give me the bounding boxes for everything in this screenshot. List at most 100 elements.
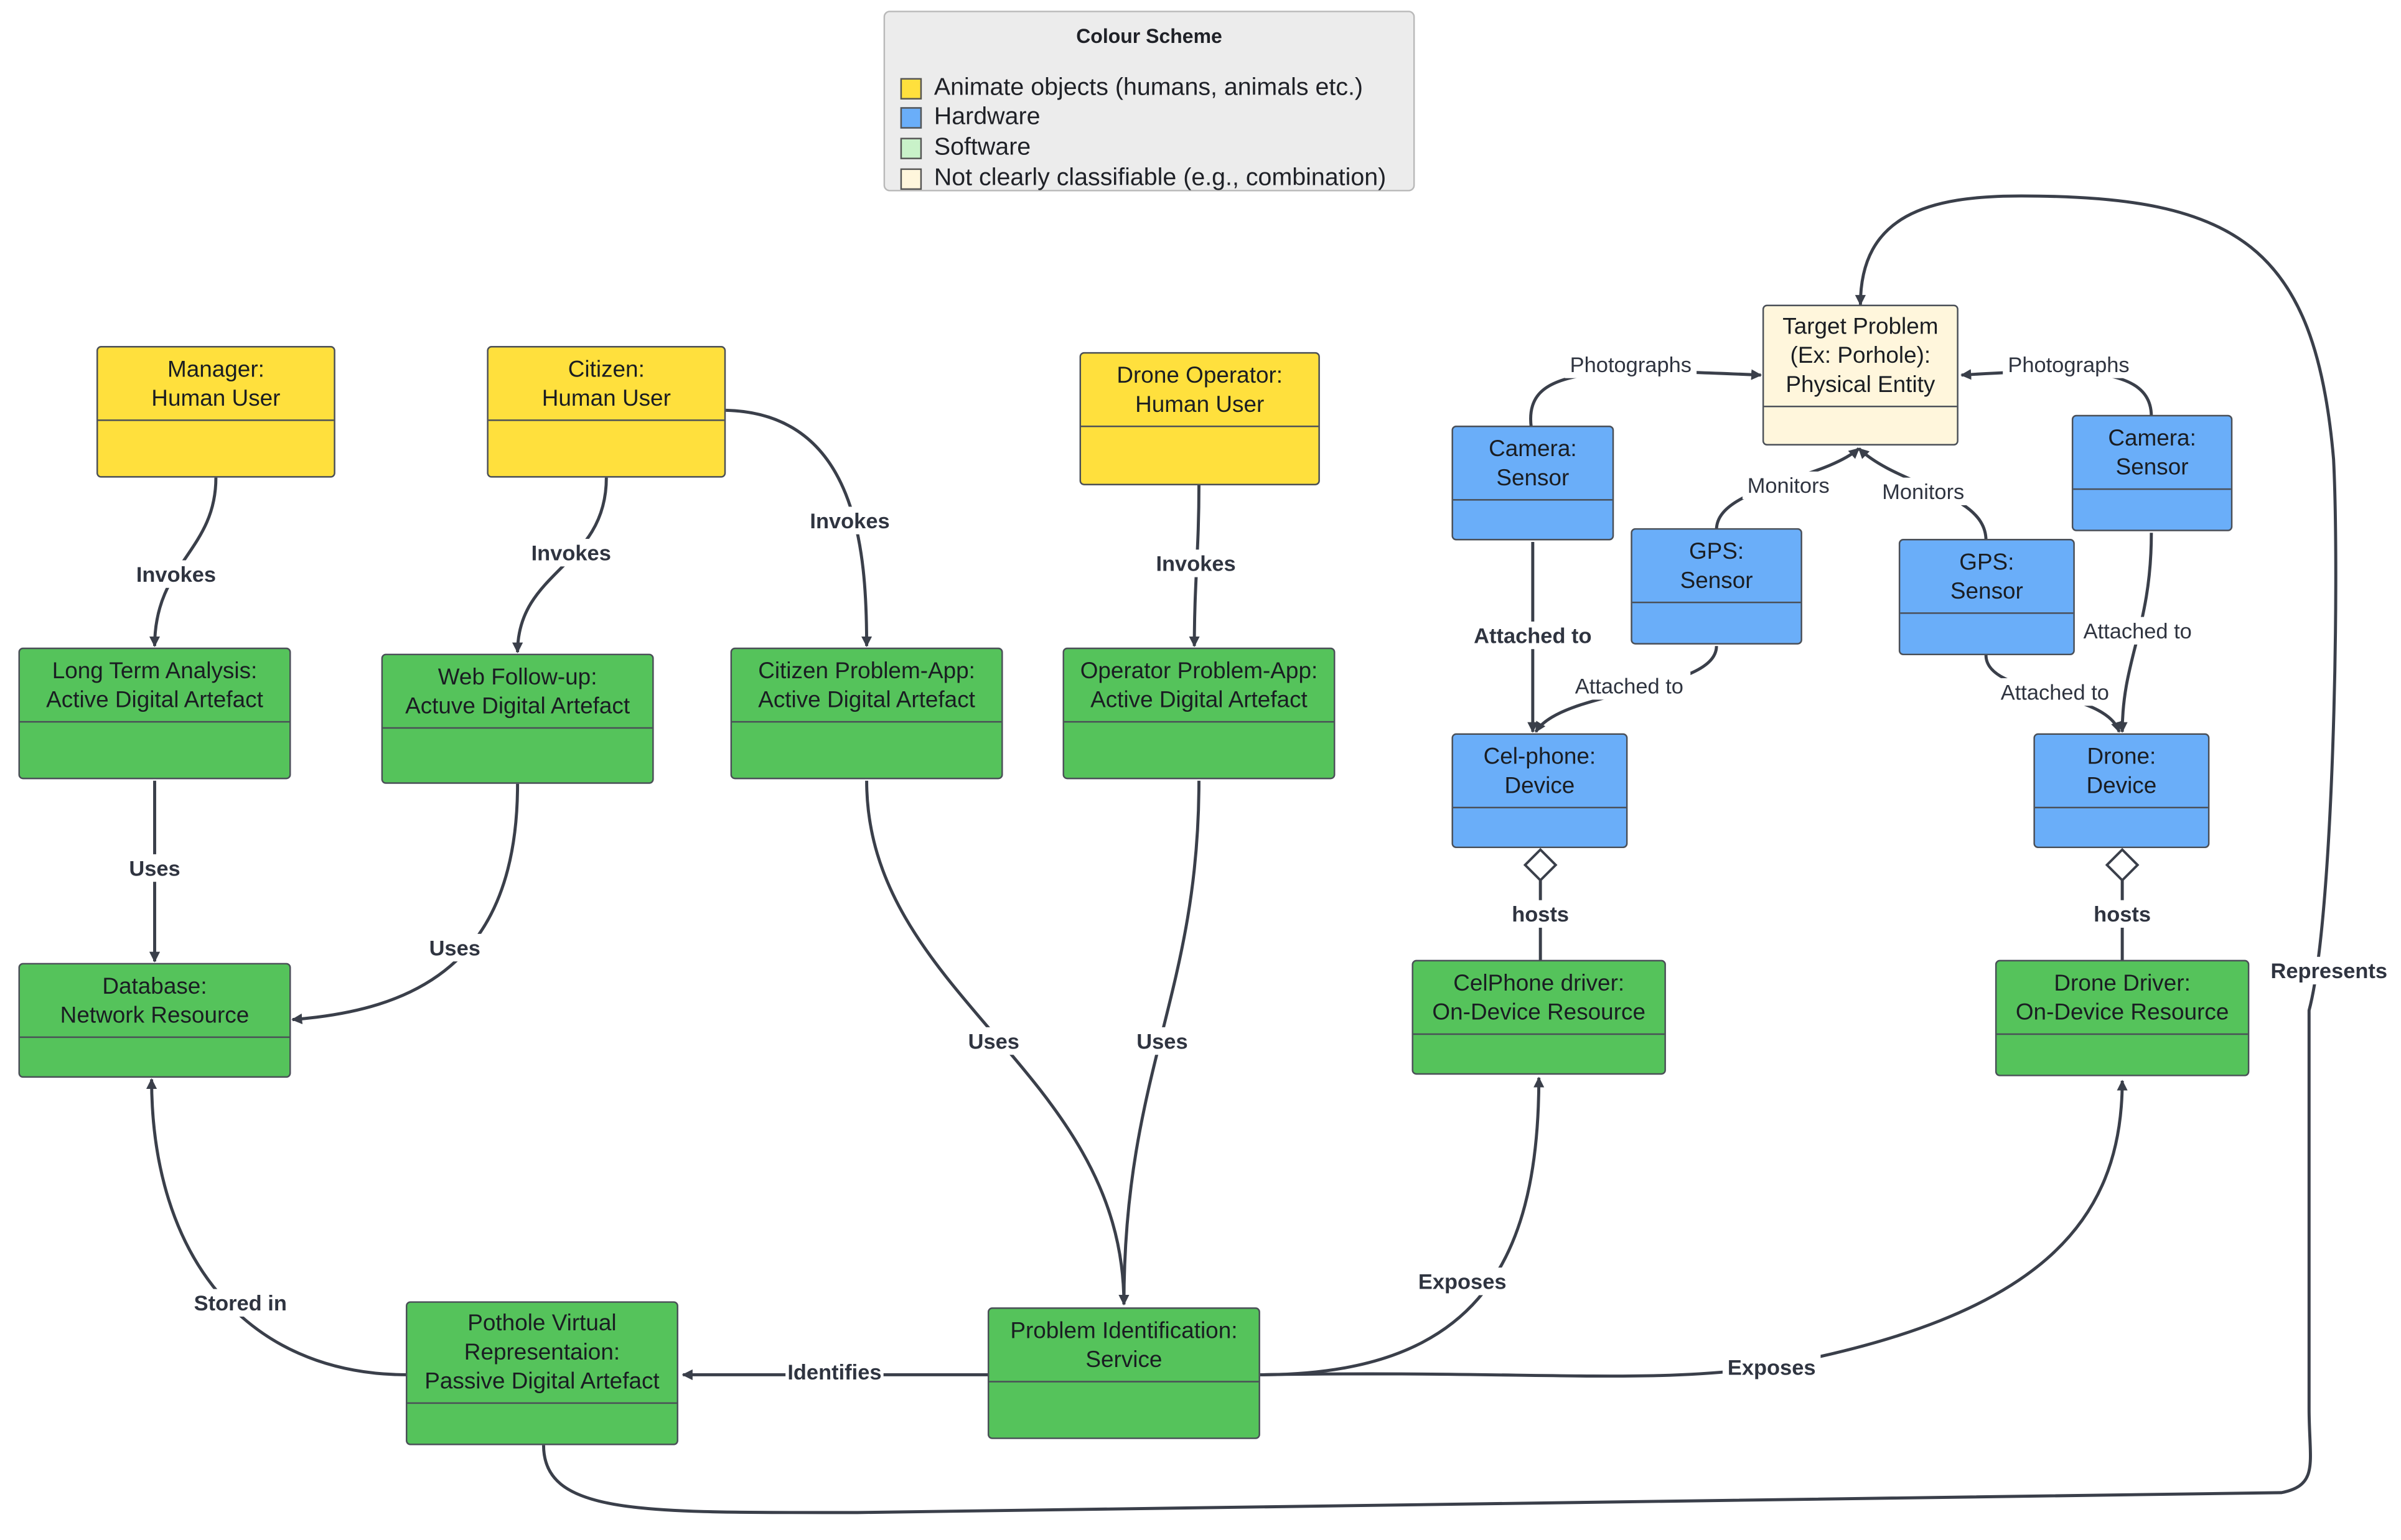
edge-represents [541, 194, 2338, 1514]
legend-item-animate: Animate objects (humans, animals etc.) [900, 73, 1364, 103]
label-photographs-left: Photographs [1570, 353, 1692, 377]
label-operator-invokes: Invokes [1156, 553, 1235, 576]
node-text: Drone: [2087, 743, 2156, 770]
node-drone-operator[interactable]: Drone Operator: Human User [1079, 352, 1320, 485]
label-exposes-drone: Exposes [1728, 1356, 1816, 1379]
legend-item-unclassifiable: Not clearly classifiable (e.g., combinat… [900, 164, 1387, 193]
legend-swatch-cream [900, 167, 922, 189]
node-text: Citizen Problem-App: [758, 657, 975, 684]
legend-label: Software [934, 134, 1031, 161]
node-text: (Ex: Porhole): [1790, 343, 1931, 369]
node-text: Web Follow-up: [438, 663, 597, 690]
node-text: Active Digital Artefact [758, 686, 975, 713]
node-text: Drone Operator: [1116, 362, 1283, 388]
node-text: CelPhone driver: [1453, 969, 1625, 996]
legend-item-software: Software [900, 133, 1031, 162]
node-manager[interactable]: Manager: Human User [96, 346, 335, 478]
label-gps-right-attached: Attached to [2001, 681, 2109, 704]
node-text: Camera: [1489, 435, 1577, 462]
label-camera-left-attached: Attached to [1474, 624, 1591, 648]
edge-exposes-drone [1260, 1080, 2128, 1378]
node-operator-problem-app[interactable]: Operator Problem-App:Active Digital Arte… [1062, 647, 1336, 780]
node-text: Human User [1135, 391, 1265, 418]
node-long-term-analysis[interactable]: Long Term Analysis:Active Digital Artefa… [18, 647, 291, 780]
label-monitors-left: Monitors [1748, 474, 1830, 498]
node-text: Sensor [2115, 454, 2189, 480]
edge-citizen-invokes-web [512, 477, 608, 653]
node-target-problem[interactable]: Target Problem (Ex: Porhole):Physical Ent… [1762, 304, 1959, 446]
node-text: Operator Problem-App: [1080, 657, 1318, 684]
node-text: Device [1504, 772, 1575, 799]
node-gps-sensor-left[interactable]: GPS:Sensor [1631, 528, 1802, 645]
edge-stored-in [146, 1078, 408, 1376]
node-text: Sensor [1680, 567, 1753, 594]
node-drone-driver[interactable]: Drone Driver: On-Device Resource [1995, 959, 2250, 1076]
node-text: Database: [102, 973, 207, 999]
label-manager-invokes: Invokes [136, 563, 216, 587]
node-camera-sensor-right[interactable]: Camera:Sensor [2071, 414, 2233, 531]
node-web-followup[interactable]: Web Follow-up:Actuve Digital Artefact [381, 653, 654, 784]
node-text: Device [2086, 772, 2157, 799]
legend-title: Colour Scheme [1076, 24, 1222, 48]
label-longterm-uses: Uses [129, 857, 180, 880]
node-text: Physical Entity [1786, 371, 1935, 398]
legend-swatch-yellow [900, 77, 922, 99]
label-monitors-right: Monitors [1882, 480, 1964, 504]
node-cellphone-device[interactable]: Cel-phone:Device [1451, 733, 1628, 849]
legend-item-hardware: Hardware [900, 103, 1041, 132]
node-text: Target Problem [1782, 314, 1939, 340]
node-problem-identification-service[interactable]: Problem Identification:Service [987, 1307, 1260, 1439]
label-citizen-invokes-app: Invokes [810, 510, 889, 533]
node-text: Service [1085, 1346, 1163, 1373]
node-text: Cel-phone: [1483, 743, 1596, 770]
node-text: On-Device Resource [2015, 999, 2229, 1025]
legend-label: Animate objects (humans, animals etc.) [934, 74, 1364, 101]
label-gps-left-attached: Attached to [1575, 675, 1683, 699]
node-database[interactable]: Database: Network Resource [18, 963, 291, 1078]
node-text: Human User [151, 385, 281, 411]
node-text: Problem Identification: [1010, 1317, 1238, 1344]
node-citizen-problem-app[interactable]: Citizen Problem-App:Active Digital Artef… [730, 647, 1003, 780]
node-text: On-Device Resource [1432, 999, 1645, 1025]
label-camera-right-attached: Attached to [2084, 620, 2192, 643]
node-text: Representaion: [464, 1339, 620, 1366]
legend-swatch-blue [900, 106, 922, 128]
legend-label: Hardware [934, 103, 1041, 129]
edge-citizen-invokes-app [726, 408, 873, 648]
label-exposes-cell: Exposes [1418, 1271, 1507, 1294]
node-camera-sensor-left[interactable]: Camera:Sensor [1451, 425, 1614, 541]
label-citizenapp-uses: Uses [968, 1030, 1019, 1053]
node-text: Manager: [167, 356, 264, 382]
edge-web-uses [291, 783, 520, 1025]
edge-labels: Invokes Invokes Invokes Invokes Uses Use… [127, 350, 2392, 1386]
label-represents: Represents [2270, 959, 2387, 983]
node-text: Passive Digital Artefact [424, 1368, 660, 1395]
legend-label: Not clearly classifiable (e.g., combinat… [934, 164, 1387, 191]
label-photographs-right: Photographs [2008, 353, 2129, 377]
node-text: Active Digital Artefact [1090, 686, 1308, 713]
node-text: Network Resource [60, 1002, 250, 1029]
node-text: Pothole Virtual [467, 1310, 617, 1337]
aggregation-diamond-drone [2105, 847, 2140, 882]
node-cellphone-driver[interactable]: CelPhone driver: On-Device Resource [1411, 959, 1666, 1075]
edge-photographs-left [1529, 369, 1762, 427]
node-text: Active Digital Artefact [46, 686, 263, 713]
node-text: GPS: [1959, 549, 2015, 575]
node-citizen[interactable]: Citizen:Human User [487, 346, 726, 478]
label-operatorapp-uses: Uses [1136, 1030, 1187, 1053]
legend-swatch-green [900, 137, 922, 159]
node-gps-sensor-right[interactable]: GPS:Sensor [1898, 539, 2075, 656]
label-identifies: Identifies [787, 1361, 881, 1384]
node-text: Drone Driver: [2054, 969, 2191, 996]
colour-scheme-legend: Colour Scheme Animate objects (humans, a… [883, 11, 1415, 193]
aggregation-diamond-cell [1523, 847, 1558, 882]
label-hosts-drone: hosts [2094, 903, 2151, 926]
node-text: Sensor [1496, 464, 1570, 491]
label-citizen-invokes-web: Invokes [531, 542, 611, 566]
edge-manager-invokes [149, 477, 218, 648]
node-drone-device[interactable]: Drone:Device [2033, 733, 2210, 849]
node-text: Long Term Analysis: [52, 657, 258, 684]
node-text: Citizen: [568, 356, 645, 382]
